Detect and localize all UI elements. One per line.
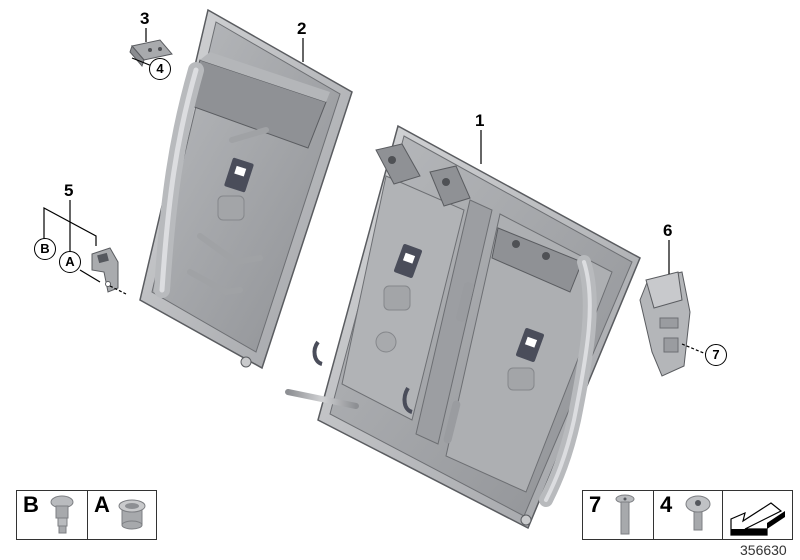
stepped-pin-bolt-icon xyxy=(50,495,74,534)
callout-b-circled[interactable]: B xyxy=(34,238,56,260)
flange-head-screw-icon xyxy=(685,495,711,531)
callout-1[interactable]: 1 xyxy=(475,111,485,130)
legend-cell-7[interactable]: 7 xyxy=(583,491,653,539)
callout-7-circled[interactable]: 7 xyxy=(705,344,727,366)
legend-cell-4[interactable]: 4 xyxy=(653,491,722,539)
backrest-frame-large xyxy=(285,124,641,530)
callout-a-circled[interactable]: A xyxy=(59,251,81,273)
flanged-bushing-icon xyxy=(118,499,146,530)
hinge-bracket-part-5 xyxy=(91,247,119,293)
leader-lines xyxy=(43,28,707,355)
callout-6[interactable]: 6 xyxy=(663,221,673,240)
callout-4-circled[interactable]: 4 xyxy=(149,58,171,80)
legend-label-4: 4 xyxy=(660,492,673,517)
legend-label-b: B xyxy=(23,492,39,517)
legend-box-right: 7 4 xyxy=(582,490,793,540)
bracket-part-3 xyxy=(129,39,173,67)
legend-cell-a[interactable]: A xyxy=(87,491,156,539)
legend-box-left: B A xyxy=(16,490,157,540)
callout-2[interactable]: 2 xyxy=(297,19,307,38)
legend-label-a: A xyxy=(94,492,110,517)
legend-cell-b[interactable]: B xyxy=(17,491,87,539)
lock-unit-part-6 xyxy=(639,271,691,377)
countersunk-screw-icon xyxy=(615,494,635,535)
callout-3[interactable]: 3 xyxy=(140,9,150,28)
callout-5[interactable]: 5 xyxy=(64,181,74,200)
direction-arrow-icon xyxy=(730,502,785,536)
legend-label-7: 7 xyxy=(589,492,602,517)
legend-cell-arrow xyxy=(722,491,792,539)
reference-number: 356630 xyxy=(740,542,787,558)
backrest-frame-small xyxy=(139,8,353,370)
